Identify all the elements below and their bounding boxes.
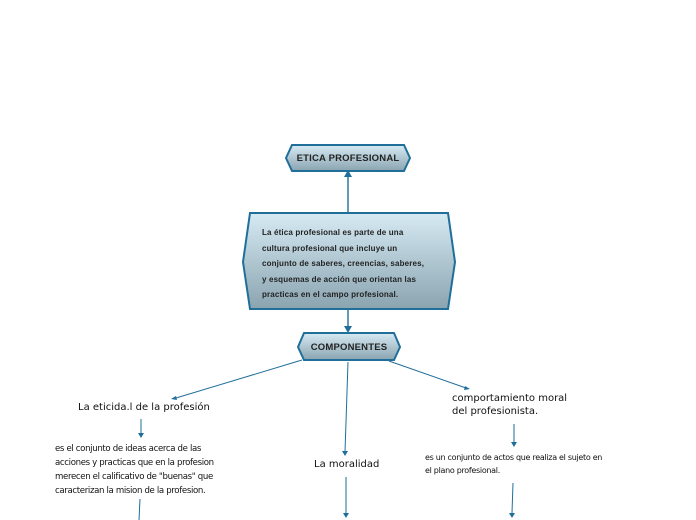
title-node-shape <box>284 144 412 172</box>
eticidad-text: es el conjunto de ideas acerca de las ac… <box>55 444 214 496</box>
description-node-text: La ética profesional es parte de una cul… <box>262 225 424 303</box>
link-components-to-comportamiento <box>388 360 467 389</box>
arrowhead-comportamiento <box>464 386 470 390</box>
description-line: conjunto de saberes, creencias, saberes, <box>262 259 425 269</box>
components-node: COMPONENTES <box>301 335 397 359</box>
title-node-text: ETICA PROFESIONAL <box>296 152 400 164</box>
link-eticidad-text-down <box>138 498 141 520</box>
comportamiento-label: comportamiento moral del profesionista. <box>452 393 568 417</box>
comportamiento-text: es un conjunto de actos que realiza el s… <box>425 453 603 475</box>
link-comportamiento-text-down <box>511 482 514 514</box>
components-node-text: COMPONENTES <box>310 341 388 353</box>
arrowhead-eticidad <box>171 396 177 400</box>
moralidad-label: La moralidad <box>314 459 380 470</box>
link-components-to-eticidad <box>175 359 303 399</box>
description-line: cultura profesional que incluye un <box>262 243 398 253</box>
description-node: La ética profesional es parte de una cul… <box>258 224 442 304</box>
arrowhead-components <box>344 326 352 333</box>
arrowhead-title <box>344 170 352 177</box>
link-components-to-moralidad <box>344 361 349 453</box>
title-node: ETICA PROFESIONAL <box>290 146 406 170</box>
arrowhead-comportamiento-text <box>511 442 517 447</box>
arrowhead-moralidad <box>342 451 348 456</box>
description-node-shape <box>241 212 457 310</box>
description-line: La ética profesional es parte de una <box>262 228 404 238</box>
eticidad-label: La eticida.l de la profesión <box>78 402 210 413</box>
description-line: y esquemas de acción que orientan las <box>262 274 417 284</box>
arrowhead-moralidad-down <box>343 513 349 518</box>
arrowhead-comportamiento-down <box>509 513 515 518</box>
description-line: practicas en el campo profesional. <box>262 290 399 300</box>
arrowhead-eticidad-text <box>138 433 144 438</box>
components-node-shape <box>296 332 402 361</box>
